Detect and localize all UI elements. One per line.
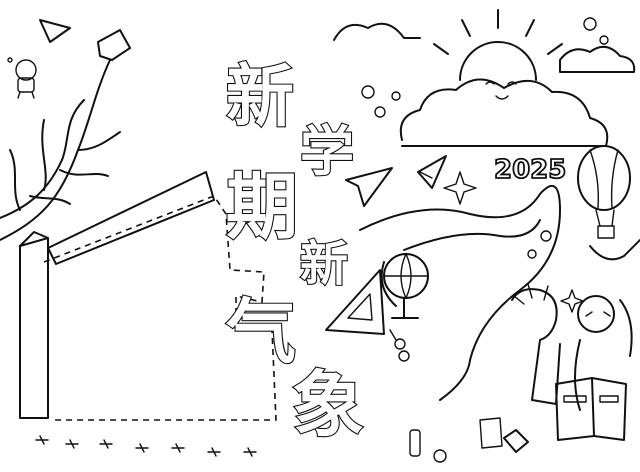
title-char-xin-2: 新 (300, 236, 348, 292)
scissors-icon (389, 329, 410, 362)
paper-plane-icon (345, 155, 447, 207)
astronaut-icon (7, 57, 37, 99)
stationery-icons (409, 417, 529, 463)
book-icon (555, 377, 627, 441)
year-badge: 2025 (493, 154, 567, 186)
title-group: 新 学 期 新 气 象 (225, 56, 365, 448)
globe-icon (380, 253, 429, 319)
title-char-xiang: 象 (292, 362, 364, 447)
sun-icon (433, 9, 563, 100)
title-char-xin: 新 (226, 57, 294, 137)
road-path (359, 184, 640, 401)
bare-tree-icon (0, 59, 121, 241)
triangle-ruler-icon (325, 269, 385, 335)
star-sparkle-icon (443, 171, 584, 313)
year-text: 2025 (494, 155, 566, 185)
student-figure-icon (511, 283, 633, 411)
hot-air-balloon-icon (577, 145, 631, 239)
leaf-icon (39, 19, 131, 61)
title-char-qi: 期 (226, 164, 298, 249)
pencil-banner-icon (19, 171, 277, 421)
star-row (35, 435, 257, 457)
title-char-qi4: 气 (226, 290, 296, 373)
title-char-xue: 学 (300, 119, 354, 183)
cloud-icon (333, 17, 636, 259)
